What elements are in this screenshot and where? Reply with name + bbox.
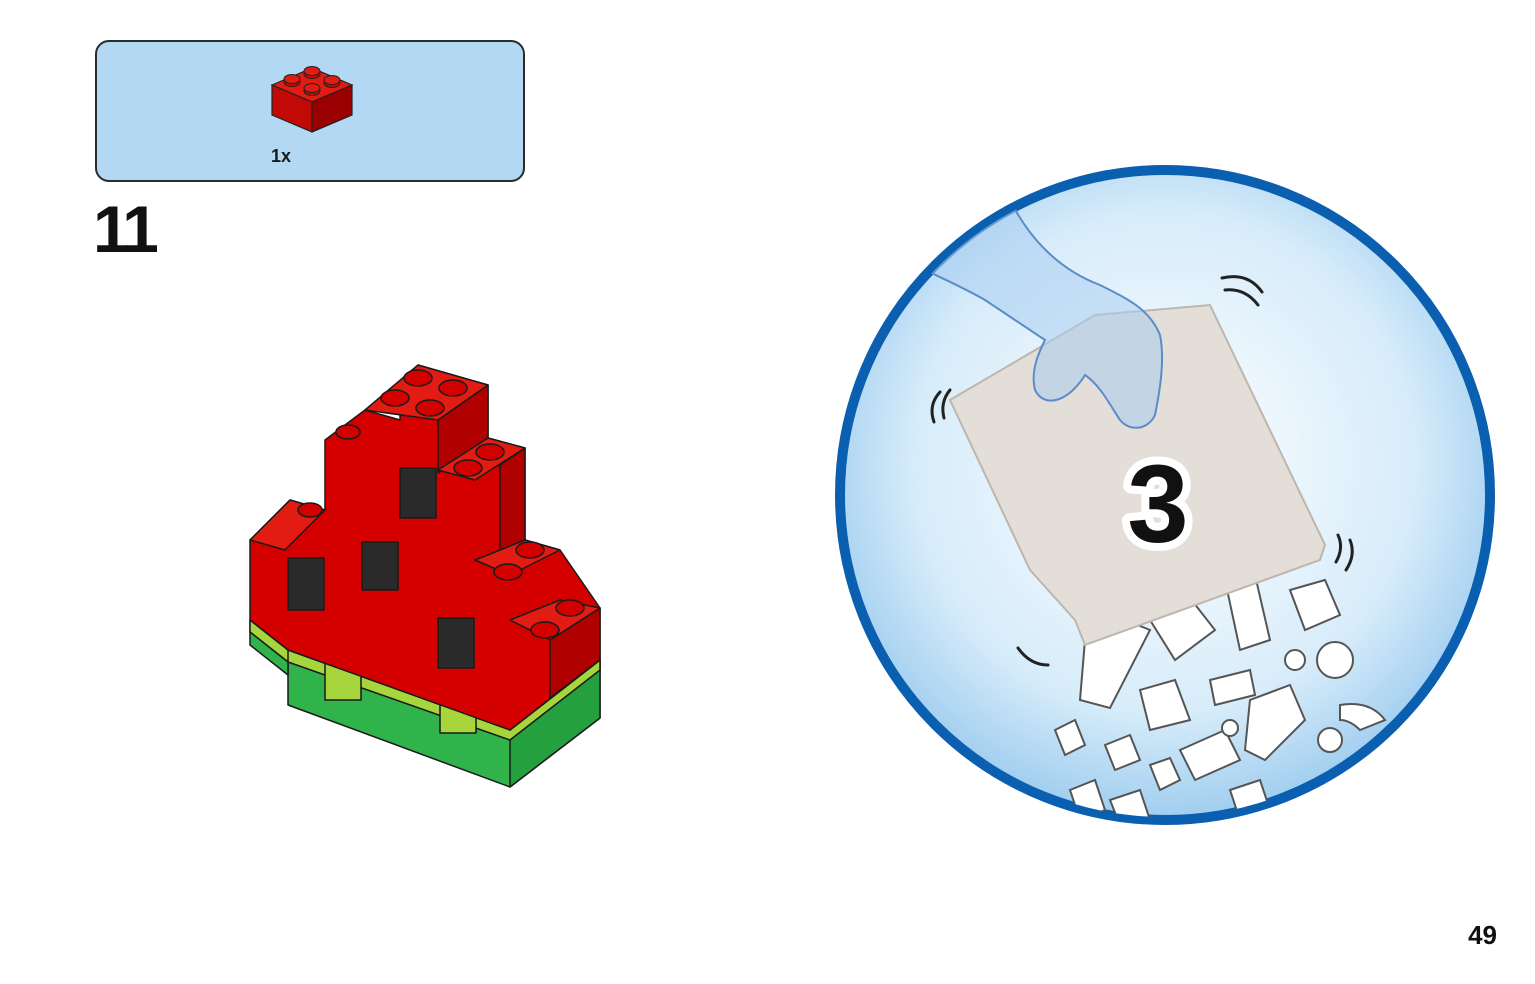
part-quantity: 1x	[271, 146, 292, 166]
parts-callout: 1x	[95, 40, 525, 182]
step-number: 11	[93, 192, 159, 266]
watermelon-model-illustration	[249, 364, 601, 788]
bag-number: 3	[1127, 443, 1188, 566]
bag-open-callout: 3 3	[835, 165, 1495, 825]
svg-text:3: 3	[1127, 443, 1188, 566]
shake-lines-icon	[930, 275, 1354, 667]
red-2x2-brick-icon	[270, 66, 354, 133]
page-number: 49	[1468, 920, 1497, 950]
hand-icon	[908, 199, 1164, 429]
loose-bricks-icon	[1053, 573, 1387, 817]
